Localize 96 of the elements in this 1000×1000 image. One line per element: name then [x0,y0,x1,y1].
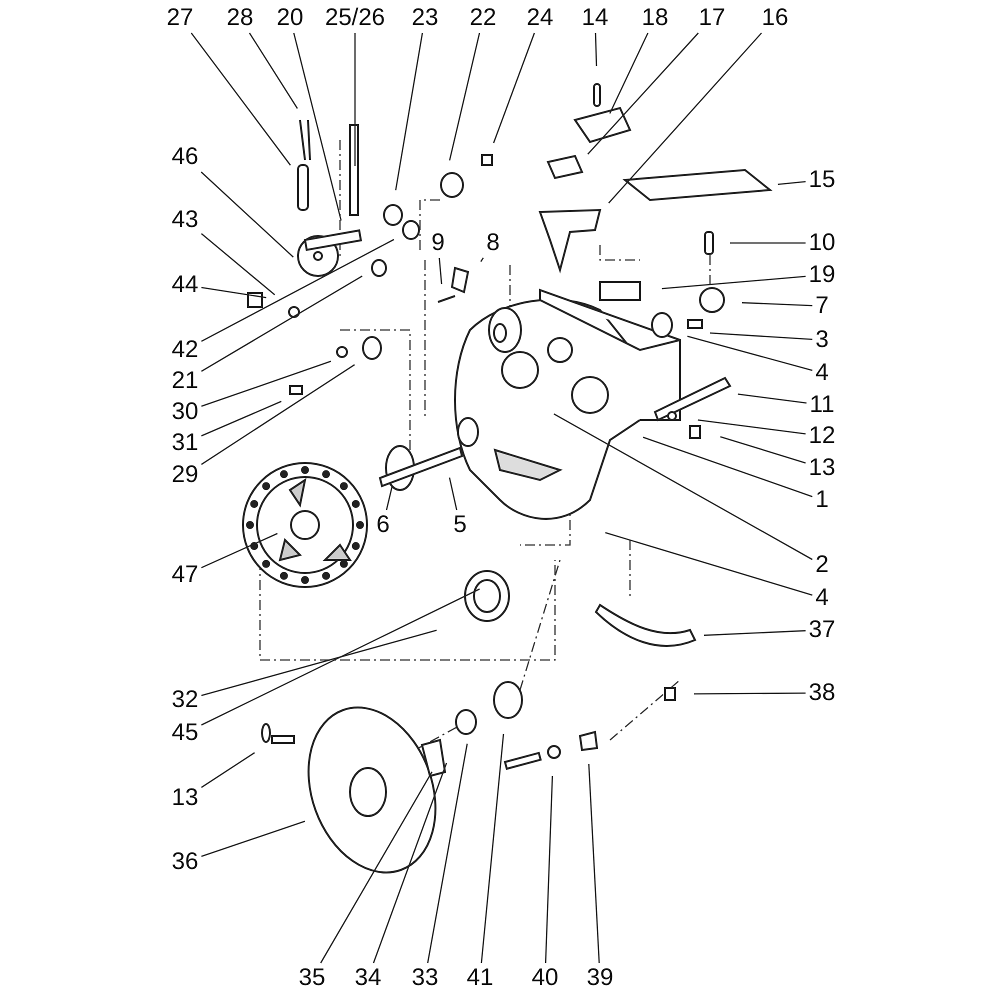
callout-number: 24 [526,6,554,30]
leader-line [493,32,535,144]
callout-number: 45 [172,721,198,745]
callout-number: 18 [642,6,668,30]
leader-line [201,532,278,568]
callout-number: 3 [815,328,829,352]
callout-number: 47 [172,563,198,587]
callout-number: 33 [412,966,438,990]
callout-number: 15 [808,168,836,192]
leader-line [594,32,598,66]
leader-line [608,32,762,204]
leader-line [687,336,812,372]
leader-line [448,477,458,510]
leader-line [778,180,806,186]
leader-line [354,33,356,166]
leader-line [704,630,806,636]
callout-number: 17 [698,6,726,30]
leader-line [544,776,554,964]
leader-line [320,771,433,964]
leader-line [587,32,699,155]
callout-number: 1 [815,488,829,512]
callout-number: 23 [412,6,438,30]
callout-number: 11 [810,393,834,417]
callout-number: 12 [808,424,836,448]
leader-line [293,32,342,221]
callout-number: 10 [808,231,836,255]
callout-number: 20 [276,6,304,30]
leader-line [201,630,437,696]
leader-line [742,302,812,306]
callout-number: 14 [582,6,608,30]
callout-number: 19 [808,263,836,287]
callout-number: 36 [172,850,198,874]
leader-line [738,393,807,404]
callout-number: 42 [172,338,198,362]
callout-number: 46 [172,145,198,169]
callout-number: 13 [172,786,198,810]
callout-number: 6 [376,513,390,537]
leader-line [480,257,484,262]
leader-line [710,332,812,340]
leader-line [694,692,806,695]
callout-number: 27 [166,6,194,30]
leader-line [605,532,812,596]
callout-number: 8 [486,231,500,255]
callout-number: 40 [532,966,558,990]
leader-line [201,588,480,726]
leader-line [730,242,806,244]
leader-line [720,436,806,464]
callout-number: 4 [815,361,829,385]
leader-line [698,419,806,435]
leader-line [662,276,806,290]
leader-line [201,364,355,465]
callout-number: 37 [808,618,836,642]
callout-number: 30 [172,400,198,424]
leader-line [386,485,393,510]
callout-number: 7 [815,294,829,318]
callout-number: 34 [354,966,382,990]
leader-line [201,286,266,298]
callout-number: 28 [226,6,254,30]
leader-line [200,172,294,258]
callout-number: 32 [172,688,198,712]
callout-number: 35 [298,966,326,990]
leader-line [554,413,813,560]
callout-number: 41 [466,966,494,990]
leader-line [201,238,394,342]
callout-number: 9 [431,231,445,255]
callout-number: 44 [172,273,198,297]
callout-number: 25/26 [324,6,386,30]
callout-number: 22 [470,6,496,30]
leader-line [609,32,648,114]
leader-line [190,32,291,166]
callout-number: 4 [815,586,829,610]
leader-line [200,233,276,296]
leader-line [480,734,504,964]
leader-line [438,258,442,284]
callout-number: 29 [172,463,198,487]
leader-line [448,32,480,161]
leader-line [372,762,448,964]
leader-line [395,32,424,190]
callout-number: 21 [172,369,198,393]
callout-number: 31 [172,431,198,455]
leader-line [642,436,813,498]
callout-number: 16 [762,6,788,30]
callout-number: 2 [815,553,829,577]
leader-line [201,820,306,858]
callout-number: 5 [453,513,467,537]
callout-number: 43 [172,208,198,232]
callout-number: 13 [808,456,836,480]
leader-line [248,32,298,109]
leader-line [201,400,282,436]
leader-line [201,752,255,788]
leader-line [427,744,468,964]
leader-line [588,764,600,964]
callout-number: 38 [808,681,836,705]
leader-line [201,360,332,407]
leader-line [201,276,363,372]
callout-number: 39 [586,966,614,990]
